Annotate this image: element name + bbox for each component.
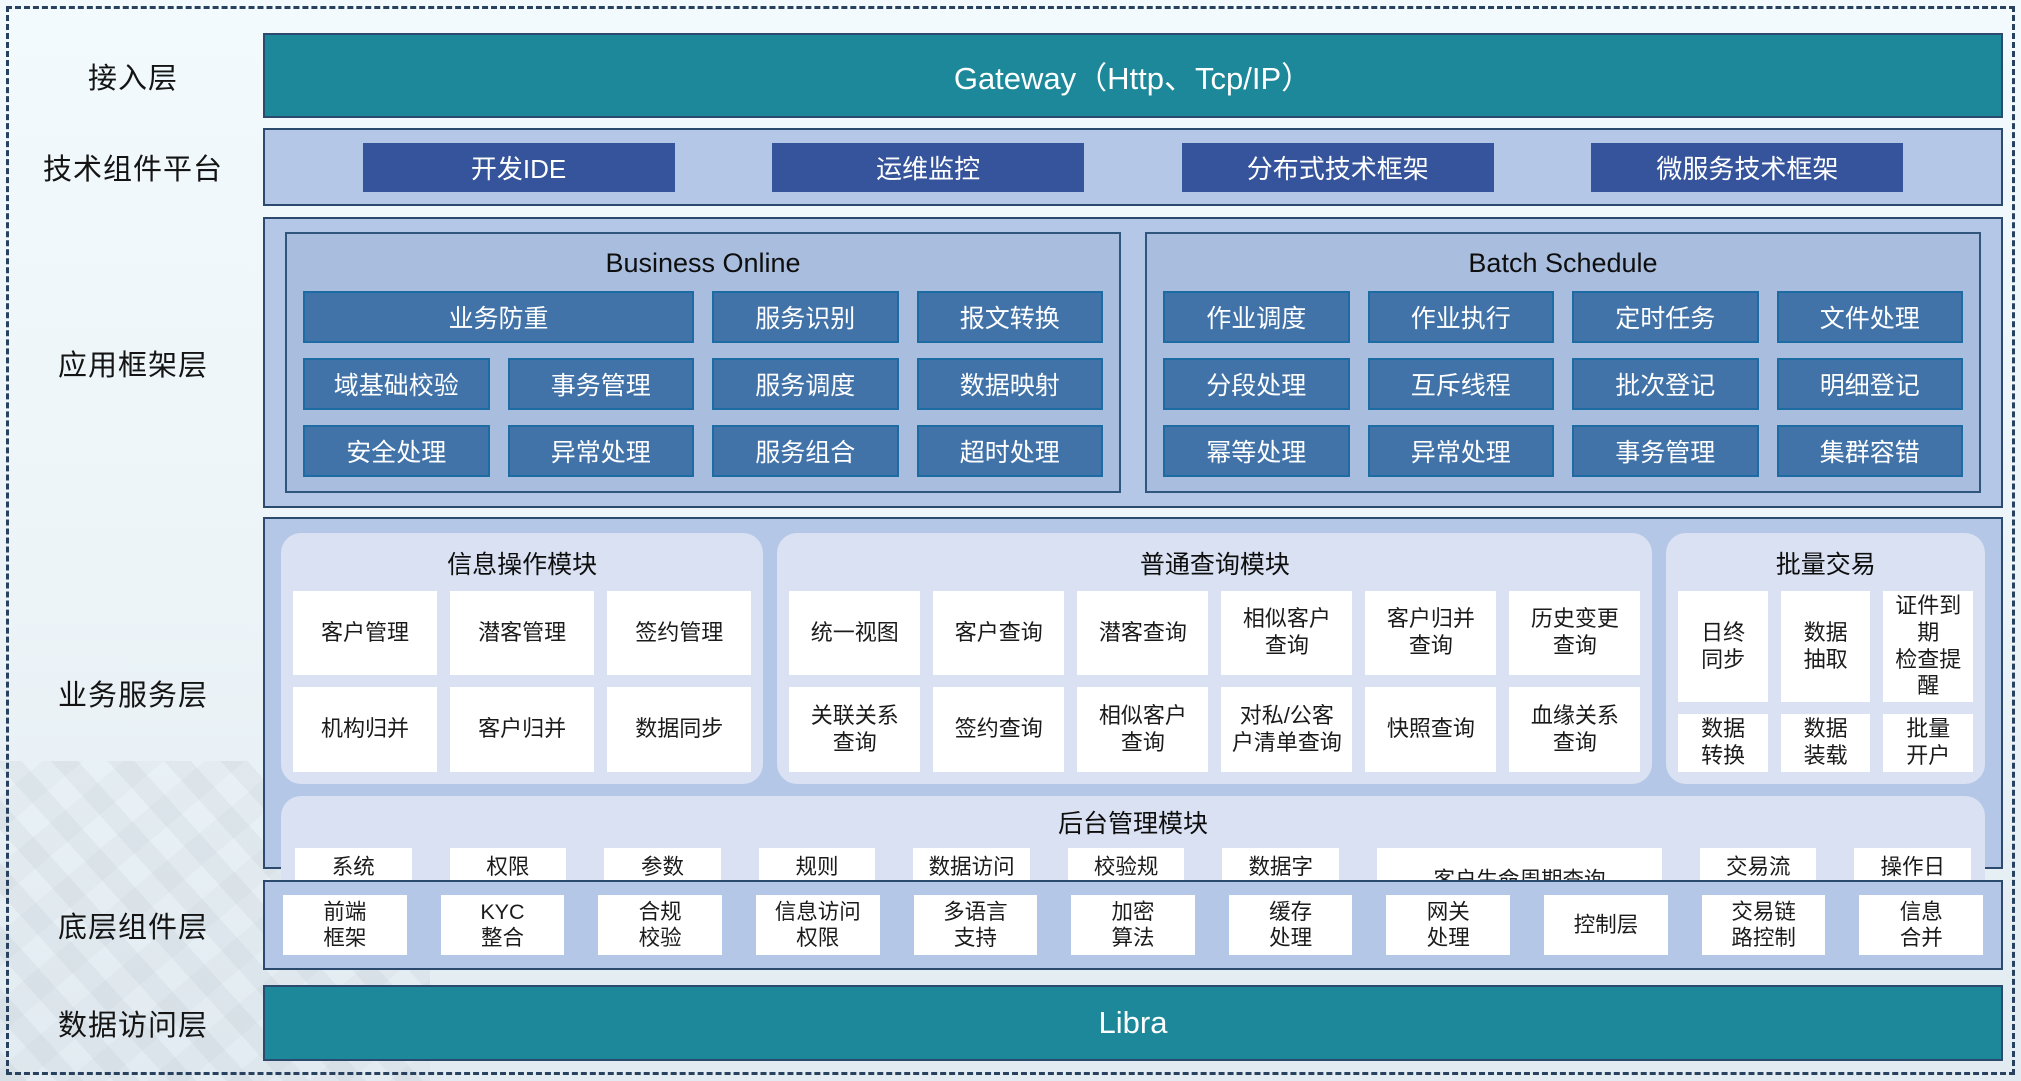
business-chip: 相似客户 查询 <box>1221 591 1353 676</box>
base-component-chip: 缓存 处理 <box>1228 895 1353 955</box>
libra-bar-text: Libra <box>1098 1005 1168 1040</box>
base-component-chip: 加密 算法 <box>1071 895 1195 955</box>
base-component-chip: 交易链 路控制 <box>1701 895 1826 955</box>
gateway-bar-text: Gateway（Http、Tcp/IP） <box>953 61 1313 96</box>
framework-button: 服务识别 <box>712 291 899 343</box>
framework-button-grid: 作业调度作业执行定时任务文件处理分段处理互斥线程批次登记明细登记幂等处理异常处理… <box>1163 291 1963 477</box>
business-service-band: 信息操作模块客户管理潜客管理签约管理机构归并客户归并数据同步 普通查询模块统一视图… <box>263 517 2003 924</box>
framework-panel: Business Online 业务防重服务识别报文转换域基础校验事务管理服务调度… <box>285 232 1121 493</box>
business-chip: 关联关系 查询 <box>789 687 921 772</box>
tech-component-button: 微服务技术框架 <box>1591 142 1904 192</box>
tech-component-button: 分布式技术框架 <box>1181 142 1494 192</box>
layer-label-data-access: 数据访问层 <box>57 1010 208 1042</box>
business-chip: 日终 同步 <box>1678 591 1768 703</box>
framework-button: 事务管理 <box>507 358 694 410</box>
framework-panel-title: Batch Schedule <box>1468 248 1658 278</box>
business-module-group: 批量交易日终 同步数据 抽取证件到期 检查提醒数据 转换数据 装载批量 开户 <box>1666 533 1985 784</box>
business-chip: 相似客户 查询 <box>1077 687 1209 772</box>
framework-button: 明细登记 <box>1776 358 1963 410</box>
framework-panel: Batch Schedule 作业调度作业执行定时任务文件处理分段处理互斥线程批次… <box>1145 232 1981 493</box>
framework-button: 分段处理 <box>1163 358 1350 410</box>
business-chip: 证件到期 检查提醒 <box>1883 591 1973 703</box>
framework-button: 报文转换 <box>916 291 1103 343</box>
business-chip: 血缘关系 查询 <box>1509 687 1641 772</box>
layer-label-access: 接入层 <box>87 62 178 95</box>
base-chips-row: 前端 框架 KYC 整合合规 校验信息访问 权限多语言 支持加密 算法缓存 处理网… <box>265 882 2001 968</box>
layer-label-base-components: 底层组件层 <box>57 912 208 944</box>
framework-button: 域基础校验 <box>303 358 490 410</box>
admin-module-title: 后台管理模块 <box>1057 809 1208 838</box>
business-chip-grid: 客户管理潜客管理签约管理机构归并客户归并数据同步 <box>293 591 752 772</box>
base-component-chip: 合规 校验 <box>598 895 722 955</box>
framework-button: 文件处理 <box>1776 291 1963 343</box>
business-chip: 机构归并 <box>293 687 438 772</box>
business-chip: 对私/公客 户清单查询 <box>1221 687 1353 772</box>
framework-button: 作业调度 <box>1163 291 1350 343</box>
base-component-chip: 多语言 支持 <box>913 895 1038 955</box>
business-chip: 数据 装载 <box>1780 714 1871 772</box>
base-component-chip: 信息访问 权限 <box>755 895 880 955</box>
tech-buttons-row: 开发IDE 运维监控 分布式技术框架 微服务技术框架 <box>265 130 2001 204</box>
business-chip: 数据 抽取 <box>1780 591 1871 703</box>
business-chip-grid: 日终 同步数据 抽取证件到期 检查提醒数据 转换数据 装载批量 开户 <box>1678 591 1973 772</box>
libra-bar: Libra <box>263 985 2003 1061</box>
business-module-title: 批量交易 <box>1775 551 1876 579</box>
business-chip: 签约管理 <box>607 591 752 676</box>
framework-button: 安全处理 <box>303 425 490 477</box>
framework-button: 异常处理 <box>1367 425 1554 477</box>
business-chip: 统一视图 <box>789 591 921 676</box>
business-chip-grid: 统一视图客户查询潜客查询相似客户 查询客户归并 查询历史变更 查询关联关系 查询… <box>789 591 1641 772</box>
base-component-chip: KYC 整合 <box>440 895 565 955</box>
base-component-chip: 前端 框架 <box>283 895 407 955</box>
framework-button: 事务管理 <box>1572 425 1759 477</box>
business-groups-row: 信息操作模块客户管理潜客管理签约管理机构归并客户归并数据同步 普通查询模块统一视图… <box>281 533 1985 784</box>
framework-button-grid: 业务防重服务识别报文转换域基础校验事务管理服务调度数据映射安全处理异常处理服务组… <box>303 291 1103 477</box>
business-chip: 客户归并 查询 <box>1365 591 1497 676</box>
base-component-chip: 控制层 <box>1544 895 1668 955</box>
tech-platform-band: 开发IDE 运维监控 分布式技术框架 微服务技术框架 <box>263 128 2003 206</box>
base-component-chip: 网关 处理 <box>1386 895 1511 955</box>
framework-button: 定时任务 <box>1572 291 1759 343</box>
base-component-chip: 信息 合并 <box>1859 895 1984 955</box>
layer-label-tech-platform: 技术组件平台 <box>42 154 223 186</box>
business-module-group: 普通查询模块统一视图客户查询潜客查询相似客户 查询客户归并 查询历史变更 查询关… <box>777 533 1653 784</box>
business-chip: 潜客查询 <box>1077 591 1209 676</box>
business-chip: 历史变更 查询 <box>1509 591 1641 676</box>
layer-label-app-framework: 应用框架层 <box>57 349 208 382</box>
business-module-group: 信息操作模块客户管理潜客管理签约管理机构归并客户归并数据同步 <box>281 533 764 784</box>
business-chip: 签约查询 <box>933 687 1065 772</box>
business-chip: 客户查询 <box>933 591 1065 676</box>
business-chip: 批量 开户 <box>1883 714 1973 772</box>
business-module-title: 信息操作模块 <box>447 551 598 579</box>
framework-button: 业务防重 <box>303 291 694 343</box>
framework-button: 服务调度 <box>712 358 899 410</box>
framework-button: 作业执行 <box>1367 291 1554 343</box>
business-chip: 数据 转换 <box>1678 714 1768 772</box>
framework-button: 服务组合 <box>712 425 899 477</box>
business-chip: 快照查询 <box>1365 687 1497 772</box>
base-components-band: 前端 框架 KYC 整合合规 校验信息访问 权限多语言 支持加密 算法缓存 处理网… <box>263 880 2003 970</box>
framework-button: 互斥线程 <box>1367 358 1554 410</box>
tech-component-button: 运维监控 <box>772 142 1085 192</box>
framework-button: 批次登记 <box>1572 358 1759 410</box>
framework-button: 异常处理 <box>507 425 694 477</box>
business-chip: 客户归并 <box>450 687 595 772</box>
tech-component-button: 开发IDE <box>362 142 675 192</box>
framework-panel-title: Business Online <box>605 248 801 278</box>
framework-button: 数据映射 <box>916 358 1103 410</box>
framework-button: 集群容错 <box>1776 425 1963 477</box>
framework-button: 幂等处理 <box>1163 425 1350 477</box>
business-chip: 客户管理 <box>293 591 438 676</box>
business-chip: 数据同步 <box>607 687 752 772</box>
gateway-bar: Gateway（Http、Tcp/IP） <box>263 33 2003 118</box>
layer-label-business-service: 业务服务层 <box>57 680 208 712</box>
business-service-content: 信息操作模块客户管理潜客管理签约管理机构归并客户归并数据同步 普通查询模块统一视图… <box>265 519 2001 924</box>
business-module-title: 普通查询模块 <box>1139 551 1290 579</box>
framework-button: 超时处理 <box>916 425 1103 477</box>
business-chip: 潜客管理 <box>450 591 595 676</box>
